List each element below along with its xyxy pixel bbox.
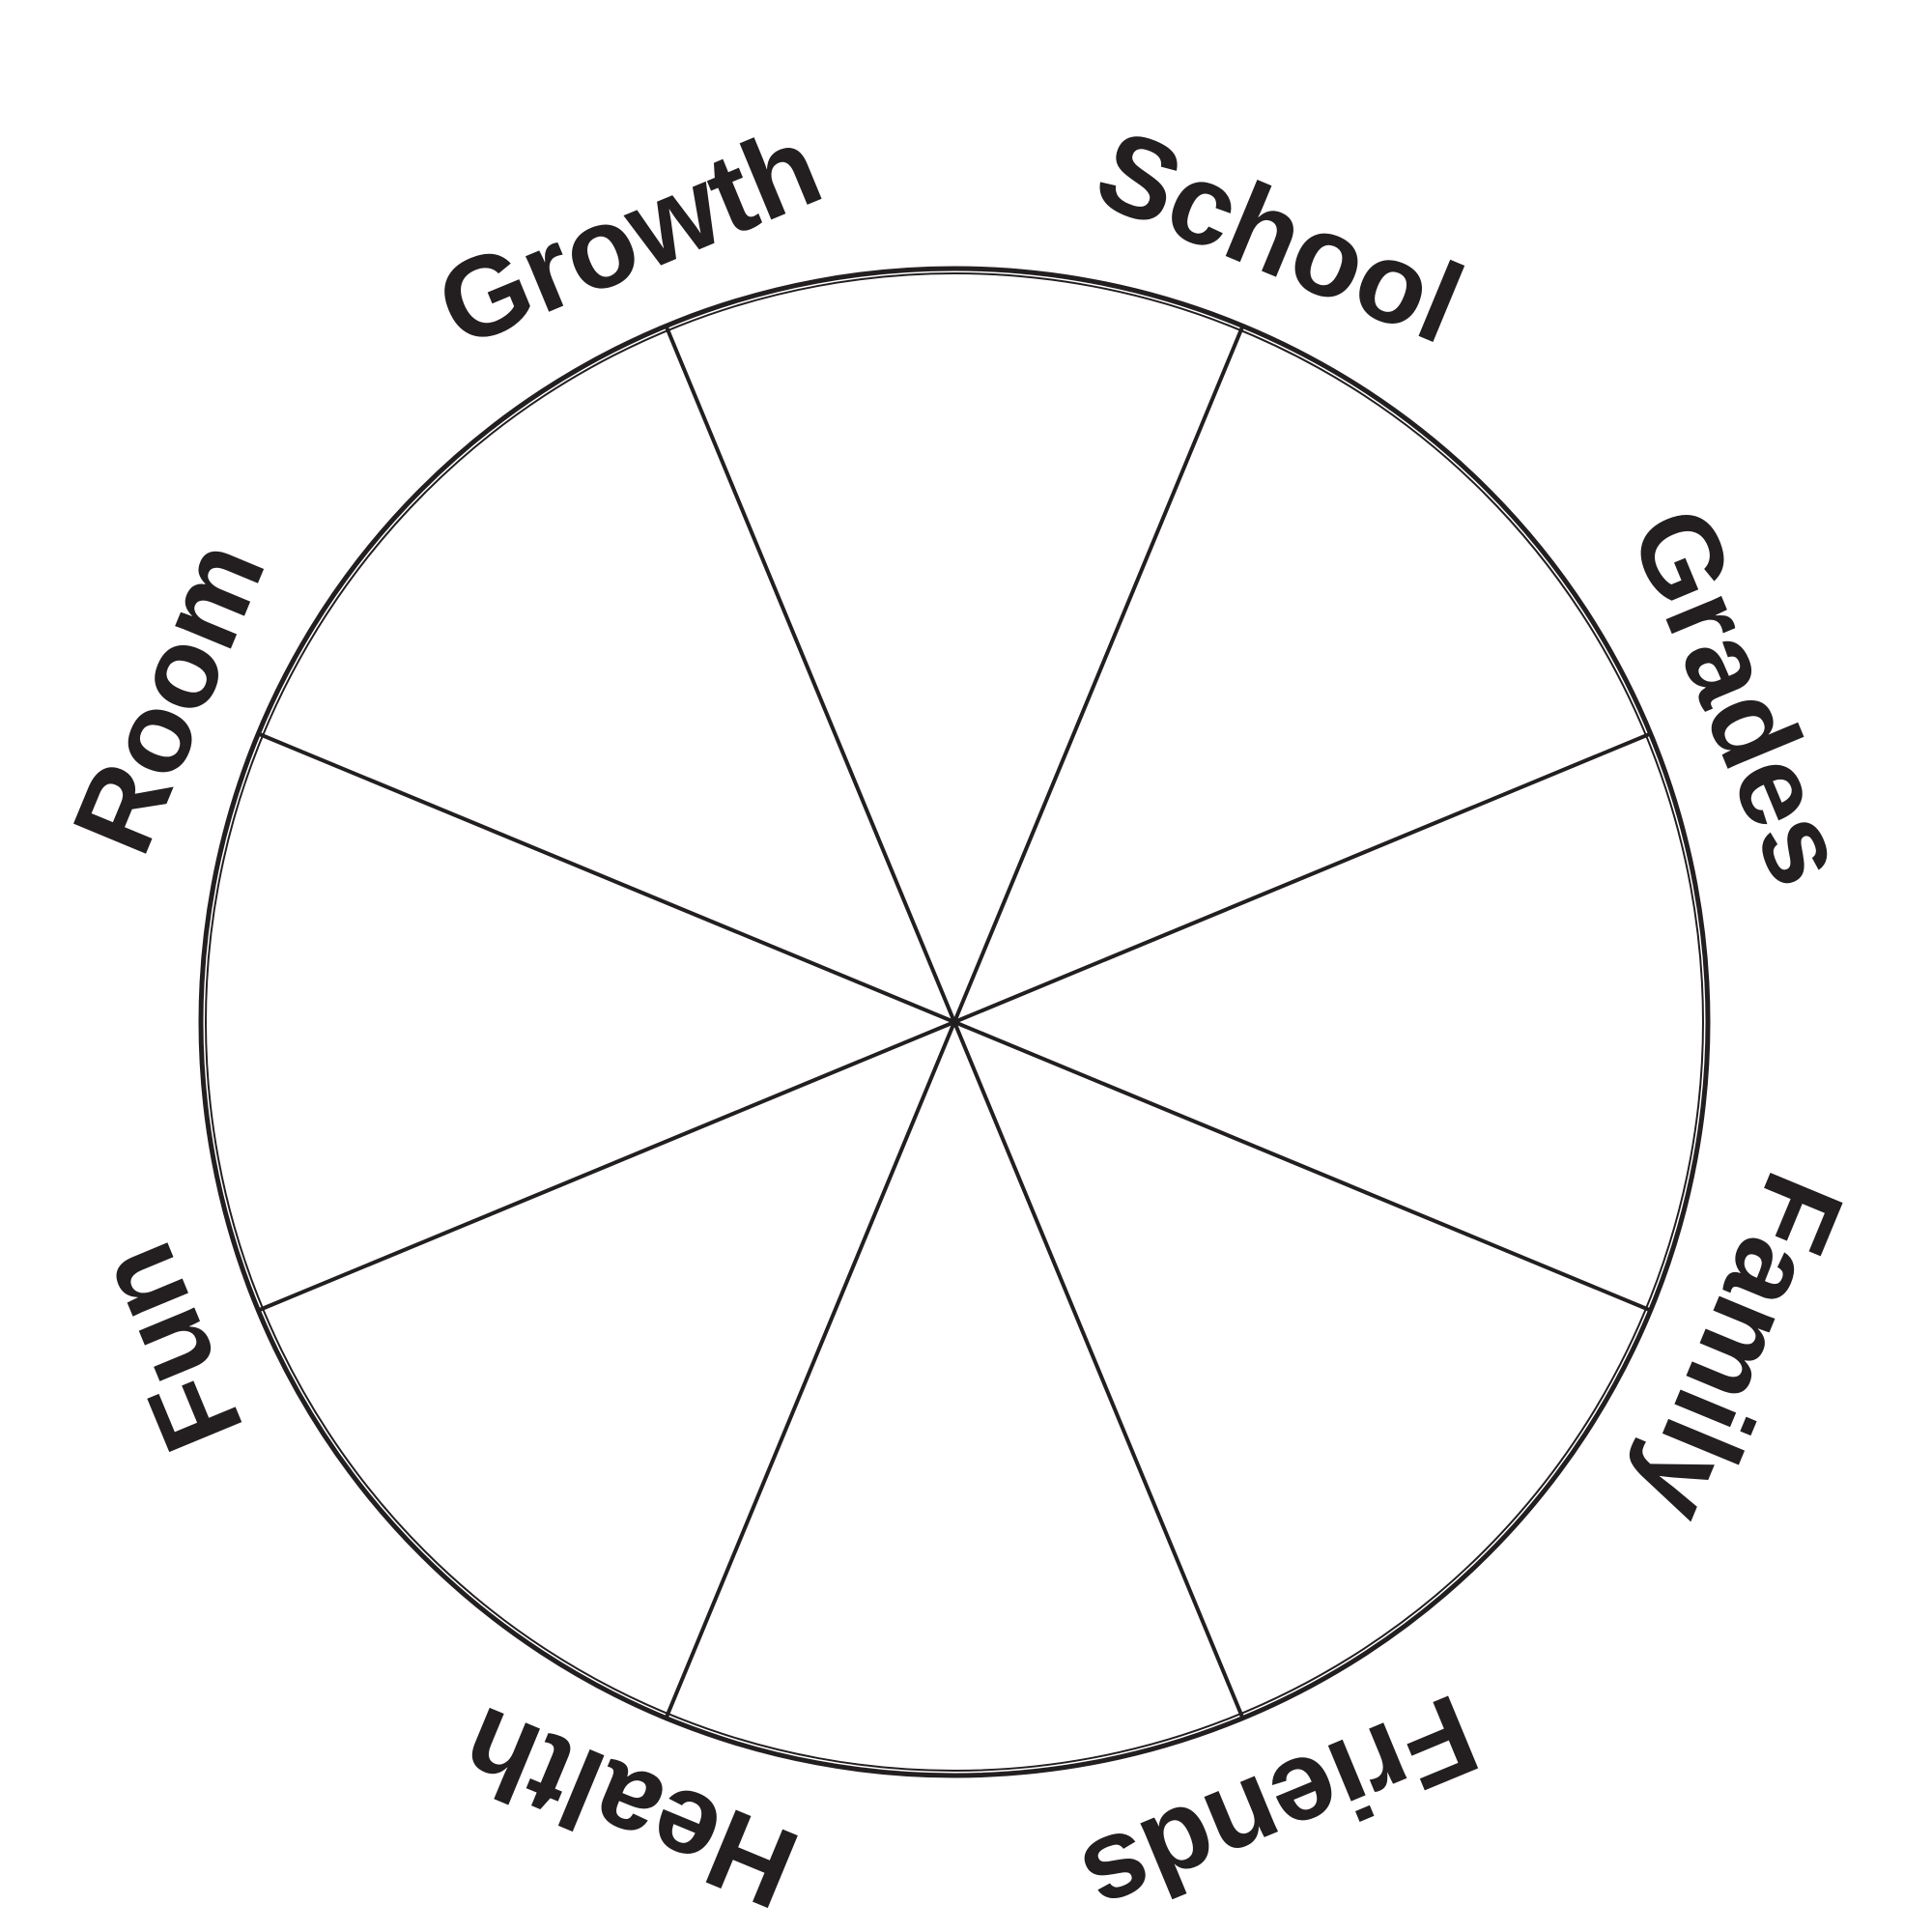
wheel-label-room: Room — [48, 524, 290, 870]
wheel-spoke-7 — [257, 731, 955, 1024]
wheel-outer-circle-inner-rim — [205, 272, 1704, 1772]
wheel-label-growth: Growth — [420, 101, 838, 372]
wheel-labels: SchoolGradesFamilyFriendsHealthFunRoomGr… — [48, 101, 1874, 1932]
wheel-spoke-2 — [953, 731, 1652, 1024]
wheel-spoke-3 — [953, 1020, 1652, 1313]
wheel-spoke-1 — [952, 325, 1245, 1023]
wheel-spoke-4 — [952, 1021, 1245, 1719]
wheel-label-friends: Friends — [1065, 1669, 1494, 1932]
wheel-spoke-8 — [664, 325, 956, 1023]
wheel-dividers — [257, 325, 1652, 1719]
wheel-label-grades: Grades — [1605, 491, 1874, 902]
wheel-label-school: School — [1080, 105, 1480, 368]
wheel-outer-circle — [198, 266, 1711, 1778]
wheel-spoke-5 — [664, 1021, 956, 1719]
wheel-spoke-6 — [257, 1020, 955, 1313]
wheel-label-family: Family — [1612, 1156, 1868, 1539]
wheel-label-health: Health — [443, 1682, 814, 1932]
